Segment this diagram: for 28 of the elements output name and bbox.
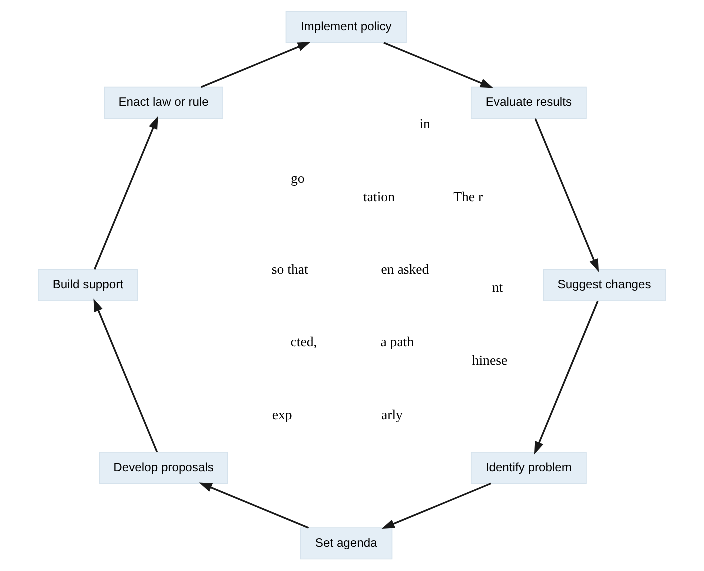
- arrow: [384, 42, 494, 88]
- arrow: [382, 482, 492, 529]
- label: go: [291, 171, 305, 186]
- node-box: Enact law or rule: [104, 86, 224, 119]
- label: cted,: [290, 334, 318, 350]
- label: a path: [380, 334, 414, 350]
- arrow: [534, 118, 600, 272]
- label: so that: [272, 262, 308, 278]
- label: exp: [272, 407, 292, 422]
- label: arly: [381, 407, 403, 422]
- node-box: Implement policy: [286, 11, 407, 44]
- node-box: Identify problem: [470, 452, 587, 484]
- label: in: [420, 116, 430, 132]
- arrow: [94, 298, 158, 452]
- arrow: [534, 301, 599, 455]
- node-box: Develop proposals: [99, 452, 228, 484]
- arrow: [201, 42, 311, 88]
- node-box: Set agenda: [300, 528, 393, 560]
- arrow: [199, 482, 310, 529]
- label: en asked: [381, 262, 430, 278]
- label: tation: [364, 189, 396, 204]
- node-box: Build support: [38, 270, 138, 302]
- label: The r: [454, 189, 484, 204]
- label: hinese: [472, 352, 508, 368]
- node-box: Evaluate results: [470, 86, 587, 119]
- label: nt: [492, 280, 504, 296]
- arrow: [94, 116, 158, 270]
- node-box: Suggest changes: [543, 270, 666, 302]
